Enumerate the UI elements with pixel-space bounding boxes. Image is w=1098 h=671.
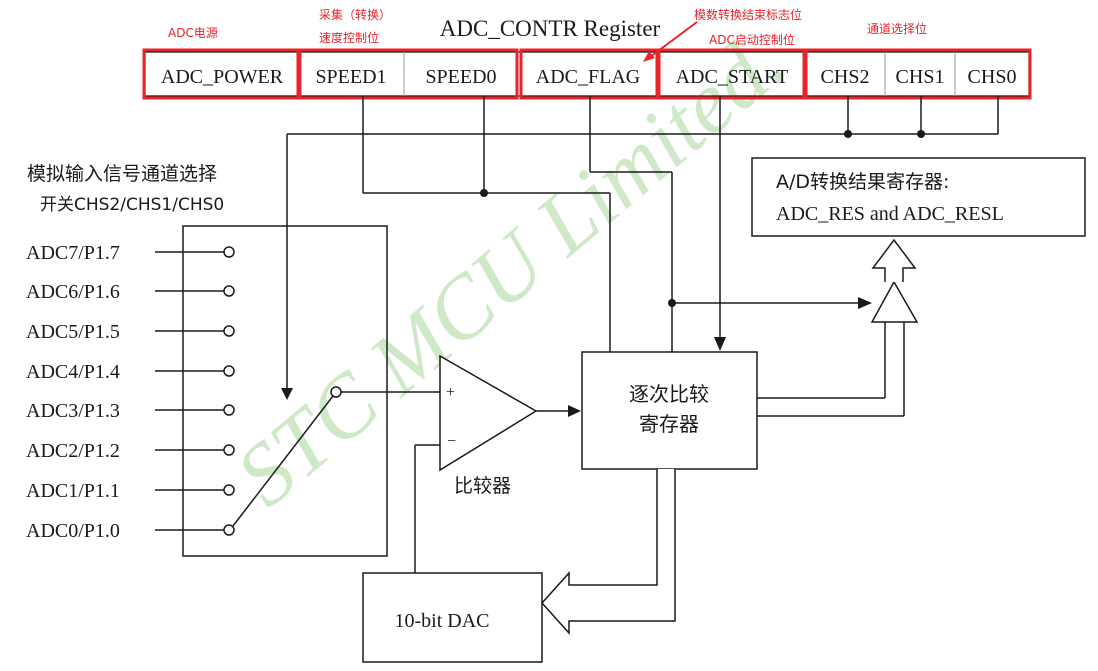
bit-adc-flag: ADC_FLAG	[536, 66, 640, 88]
result-register-line1: A/D转换结果寄存器:	[776, 171, 949, 193]
sar-to-dac-arrow	[540, 469, 676, 635]
sar-label-line1: 逐次比较	[629, 382, 709, 406]
dac-box	[362, 572, 543, 663]
comparator-plus: +	[446, 384, 455, 401]
bit-chs1: CHS1	[896, 66, 945, 88]
sar-box	[581, 351, 758, 470]
comparator-minus: −	[447, 433, 456, 450]
highlight-adc-power	[142, 48, 300, 100]
dac-label: 10-bit DAC	[395, 610, 490, 632]
signal-lines	[286, 96, 999, 573]
input-label: ADC7/P1.7	[26, 242, 120, 264]
input-label: ADC6/P1.6	[26, 281, 120, 303]
register-bits: ADC_POWER SPEED1 SPEED0 ADC_FLAG ADC_STA…	[144, 51, 1030, 97]
input-label: ADC5/P1.5	[26, 321, 120, 343]
annotation-start: ADC启动控制位	[709, 32, 795, 47]
input-label: ADC2/P1.2	[26, 440, 120, 462]
bit-adc-power: ADC_POWER	[161, 66, 284, 88]
input-label: ADC0/P1.0	[26, 520, 120, 542]
mux-label-line1: 模拟输入信号通道选择	[27, 163, 217, 185]
annotation-speed-line1: 采集（转换）	[319, 7, 391, 22]
input-label: ADC1/P1.1	[26, 480, 120, 502]
highlight-speed	[298, 48, 519, 100]
input-label: ADC3/P1.3	[26, 400, 120, 422]
highlight-adc-flag	[519, 48, 659, 100]
junction-dots	[480, 130, 925, 307]
bit-adc-start: ADC_START	[676, 66, 789, 88]
result-register-line2: ADC_RES and ADC_RESL	[776, 203, 1004, 225]
register-title: ADC_CONTR Register	[440, 16, 661, 41]
output-buffer	[870, 280, 919, 323]
mux-label-line2: 开关CHS2/CHS1/CHS0	[40, 195, 224, 215]
mux-box	[182, 225, 388, 557]
flag-annotation-arrow	[643, 21, 698, 62]
result-arrow	[871, 238, 917, 282]
comparator: + −	[439, 354, 538, 472]
highlight-adc-start	[657, 48, 806, 100]
sar-label-line2: 寄存器	[639, 412, 699, 436]
annotation-flag: 模数转换结束标志位	[694, 7, 802, 22]
mux-switch	[232, 386, 342, 527]
comparator-label: 比较器	[454, 475, 511, 497]
highlight-boxes	[142, 48, 1032, 100]
annotation-chs: 通道选择位	[867, 21, 927, 36]
result-register-box	[751, 157, 1086, 237]
bit-speed1: SPEED1	[315, 66, 386, 88]
bit-chs2: CHS2	[821, 66, 870, 88]
annotation-speed-line2: 速度控制位	[319, 30, 379, 45]
arrowheads	[281, 297, 872, 417]
input-channels: ADC7/P1.7 ADC6/P1.6 ADC5/P1.5 ADC4/P1.4 …	[26, 242, 120, 542]
bit-chs0: CHS0	[968, 66, 1017, 88]
input-terminals	[155, 246, 235, 536]
highlight-chs	[804, 48, 1032, 100]
bit-speed0: SPEED0	[425, 66, 496, 88]
input-label: ADC4/P1.4	[26, 361, 120, 383]
annotation-adc-power: ADC电源	[168, 26, 218, 40]
